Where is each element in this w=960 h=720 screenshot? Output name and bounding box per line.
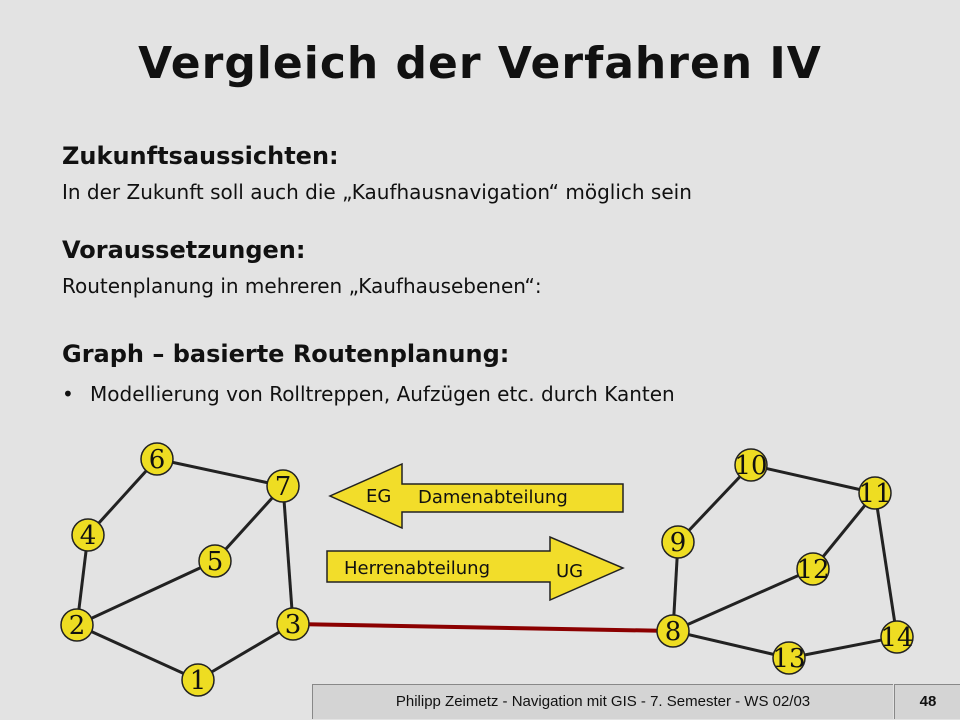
svg-text:6: 6 bbox=[149, 445, 166, 475]
edge-10-9 bbox=[676, 463, 753, 544]
edge-6-7 bbox=[156, 457, 284, 488]
page-number: 48 bbox=[894, 684, 960, 719]
svg-text:11: 11 bbox=[858, 479, 891, 509]
svg-text:7: 7 bbox=[275, 472, 292, 502]
edge-7-5 bbox=[213, 484, 285, 563]
node-1: 1 bbox=[181, 663, 215, 697]
node-4: 4 bbox=[71, 518, 105, 552]
svg-text:4: 4 bbox=[80, 521, 97, 551]
text-voraussetzungen: Routenplanung in mehreren „Kaufhausebene… bbox=[62, 274, 542, 298]
bullet-dot: • bbox=[62, 382, 74, 406]
node-14: 14 bbox=[880, 620, 914, 654]
edge-8-13 bbox=[672, 629, 790, 660]
svg-text:1: 1 bbox=[190, 666, 207, 696]
edge-11-14 bbox=[873, 492, 899, 638]
node-8: 8 bbox=[656, 614, 690, 648]
node-5: 5 bbox=[198, 544, 232, 578]
arrow-damenabteilung bbox=[328, 462, 624, 530]
arrow-label-damenabteilung: Damenabteilung bbox=[418, 487, 568, 508]
svg-text:2: 2 bbox=[69, 611, 86, 641]
edge-2-1 bbox=[76, 623, 199, 682]
node-12: 12 bbox=[796, 552, 830, 586]
svg-text:14: 14 bbox=[880, 623, 913, 653]
svg-text:3: 3 bbox=[285, 610, 302, 640]
arrow-level-ug: UG bbox=[556, 561, 583, 582]
heading-graph: Graph – basierte Routenplanung: bbox=[62, 340, 510, 368]
heading-voraussetzungen: Voraussetzungen: bbox=[62, 236, 306, 264]
svg-text:10: 10 bbox=[734, 451, 767, 481]
node-13: 13 bbox=[772, 641, 806, 675]
svg-text:12: 12 bbox=[796, 555, 829, 585]
svg-text:13: 13 bbox=[772, 644, 805, 674]
edge-3-1 bbox=[197, 622, 294, 682]
node-11: 11 bbox=[858, 476, 892, 510]
edge-3-8-link bbox=[292, 622, 674, 633]
node-2: 2 bbox=[60, 608, 94, 642]
heading-zukunftsaussichten: Zukunftsaussichten: bbox=[62, 142, 339, 170]
svg-text:5: 5 bbox=[207, 547, 224, 577]
edge-7-3 bbox=[281, 485, 295, 625]
svg-text:8: 8 bbox=[665, 617, 682, 647]
svg-text:9: 9 bbox=[670, 528, 687, 558]
edge-13-14 bbox=[788, 635, 898, 660]
node-7: 7 bbox=[266, 469, 300, 503]
slide-title: Vergleich der Verfahren IV bbox=[138, 38, 822, 89]
edge-10-11 bbox=[750, 463, 876, 495]
bullet-text: Modellierung von Rolltreppen, Aufzügen e… bbox=[90, 382, 675, 406]
arrow-herrenabteilung bbox=[326, 535, 625, 602]
footer-info: Philipp Zeimetz - Navigation mit GIS - 7… bbox=[312, 684, 893, 719]
edge-6-4 bbox=[86, 457, 159, 537]
edge-8-12 bbox=[672, 567, 814, 633]
arrow-level-eg: EG bbox=[366, 486, 391, 507]
node-6: 6 bbox=[140, 442, 174, 476]
edge-2-5 bbox=[76, 559, 216, 627]
text-zukunftsaussichten: In der Zukunft soll auch die „Kaufhausna… bbox=[62, 180, 692, 204]
bullet-item: • Modellierung von Rolltreppen, Aufzügen … bbox=[62, 382, 675, 406]
arrow-label-herrenabteilung: Herrenabteilung bbox=[344, 558, 490, 579]
node-10: 10 bbox=[734, 448, 768, 482]
node-9: 9 bbox=[661, 525, 695, 559]
node-3: 3 bbox=[276, 607, 310, 641]
